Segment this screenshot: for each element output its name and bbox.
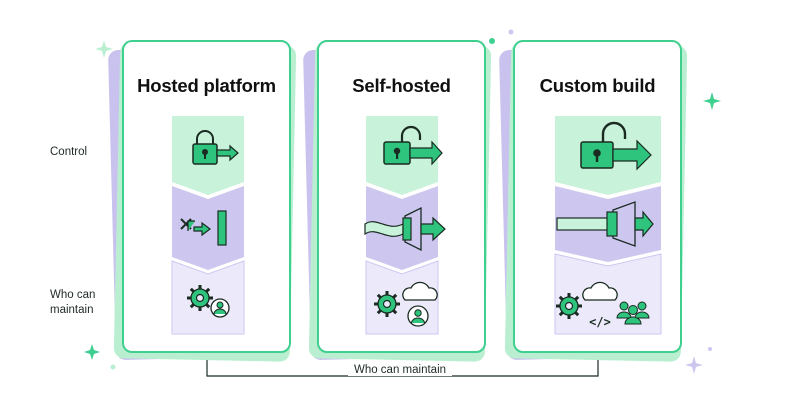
card-hosted-platform: Hosted platform [107, 40, 297, 362]
gear-cloud-code-team-icon: </> [556, 281, 650, 329]
side-label-who-can-maintain: Who can maintain [50, 289, 96, 316]
small-padlock-arrow-icon [192, 130, 239, 165]
side-label-control: Control [50, 146, 88, 158]
dot-icon [708, 347, 712, 351]
card-face: Custom build [513, 40, 682, 353]
arrow-through-open-wall-icon [556, 201, 654, 247]
open-padlock-arrow-icon [383, 125, 443, 166]
blocked-x-arrow-wall-icon [180, 210, 227, 246]
open-padlock-large-arrow-icon [580, 121, 652, 171]
dot-icon [508, 29, 514, 35]
svg-text:</>: </> [589, 315, 611, 329]
gear-person-icon [187, 285, 230, 318]
gear-cloud-person-icon [374, 281, 438, 327]
bottom-caption: Who can maintain [0, 364, 800, 376]
card-self-hosted: Self-hosted [302, 40, 492, 362]
sparkle-icon [703, 92, 721, 110]
card-face: Self-hosted [317, 40, 486, 353]
card-title: Custom build [539, 75, 656, 96]
card-face: Hosted platform [122, 40, 291, 353]
wave-through-wall-icon [364, 206, 446, 252]
card-title: Self-hosted [352, 75, 451, 96]
card-custom-build: Custom build [498, 40, 688, 362]
card-title: Hosted platform [137, 75, 276, 96]
sparkle-icon [84, 344, 100, 360]
